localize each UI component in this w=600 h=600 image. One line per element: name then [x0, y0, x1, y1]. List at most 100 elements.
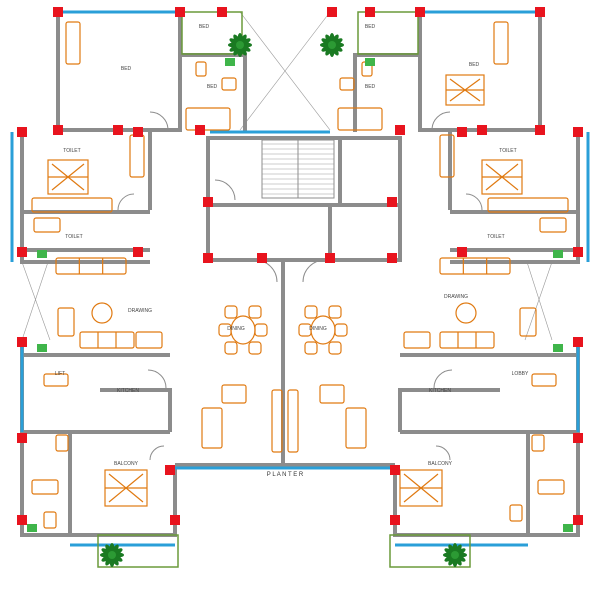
chair [248, 341, 262, 355]
column [203, 253, 213, 263]
room-label: TOILET [63, 148, 80, 154]
column [165, 465, 175, 475]
chair [248, 305, 262, 319]
column [390, 465, 400, 475]
column [535, 7, 545, 17]
tv-unit [271, 389, 283, 453]
room-label: BED [469, 62, 480, 68]
column [257, 253, 267, 263]
column [53, 125, 63, 135]
wc [509, 504, 523, 522]
armchair [403, 331, 431, 349]
wardrobe [439, 134, 455, 178]
wc [531, 434, 545, 452]
room-label: LOBBY [512, 371, 529, 377]
column [365, 7, 375, 17]
column [217, 7, 227, 17]
planters [100, 33, 467, 567]
bed [399, 469, 443, 507]
column [195, 125, 205, 135]
floor-drain [365, 58, 375, 66]
counter [539, 217, 567, 233]
coffee-table [455, 302, 477, 324]
column [457, 247, 467, 257]
room-label: BALCONY [114, 461, 139, 467]
sofa [439, 331, 495, 349]
basin [221, 77, 237, 91]
room-label: BED [199, 24, 210, 30]
plant-icon [320, 33, 344, 57]
column [133, 247, 143, 257]
plant-icon [100, 543, 124, 567]
bed [104, 469, 148, 507]
coffee-table [91, 302, 113, 324]
chair [224, 305, 238, 319]
column [573, 515, 583, 525]
structural-columns [17, 7, 583, 525]
floor-drain [563, 524, 573, 532]
floor-drain [37, 344, 47, 352]
wardrobe [129, 134, 145, 178]
floor-drains [27, 58, 573, 532]
room-label: DRAWING [128, 308, 152, 314]
column [573, 433, 583, 443]
room-label: BED [365, 84, 376, 90]
room-label: BED [121, 66, 132, 72]
column [573, 127, 583, 137]
plant-icon [228, 33, 252, 57]
bed [47, 159, 89, 195]
wardrobe [65, 21, 81, 65]
wc [55, 434, 69, 452]
room-label: KITCHEN [117, 388, 139, 394]
shelf [531, 373, 557, 387]
room-label: BED [207, 84, 218, 90]
column [17, 337, 27, 347]
floor-drain [553, 344, 563, 352]
counter [31, 197, 113, 213]
room-label: BALCONY [428, 461, 453, 467]
column [477, 125, 487, 135]
column [390, 515, 400, 525]
basin [339, 77, 355, 91]
column [573, 337, 583, 347]
chair [254, 323, 268, 337]
column [53, 7, 63, 17]
sofa [345, 407, 367, 449]
furniture [31, 21, 569, 529]
column [17, 127, 27, 137]
column [415, 7, 425, 17]
column [17, 433, 27, 443]
open-void-cross [21, 11, 553, 341]
wardrobe [493, 21, 509, 65]
column [535, 125, 545, 135]
counter [31, 479, 59, 495]
windows [10, 10, 590, 547]
planter-label: P L A N T E R [267, 472, 304, 478]
room-label: TOILET [499, 148, 516, 154]
column [573, 247, 583, 257]
sofa [439, 257, 511, 275]
column [387, 253, 397, 263]
floor-drain [27, 524, 37, 532]
sofa [79, 331, 135, 349]
column [203, 197, 213, 207]
sofa [201, 407, 223, 449]
column [17, 247, 27, 257]
column [395, 125, 405, 135]
chair [328, 341, 342, 355]
armchair [319, 384, 345, 404]
armchair [519, 307, 537, 337]
shelf [43, 373, 69, 387]
chair [218, 323, 232, 337]
bathtub [337, 107, 383, 131]
door-swings [117, 111, 483, 461]
room-label: DINING [227, 326, 245, 332]
wc [43, 511, 57, 529]
armchair [135, 331, 163, 349]
column [133, 127, 143, 137]
plant-icon [443, 543, 467, 567]
floor-drain [553, 250, 563, 258]
